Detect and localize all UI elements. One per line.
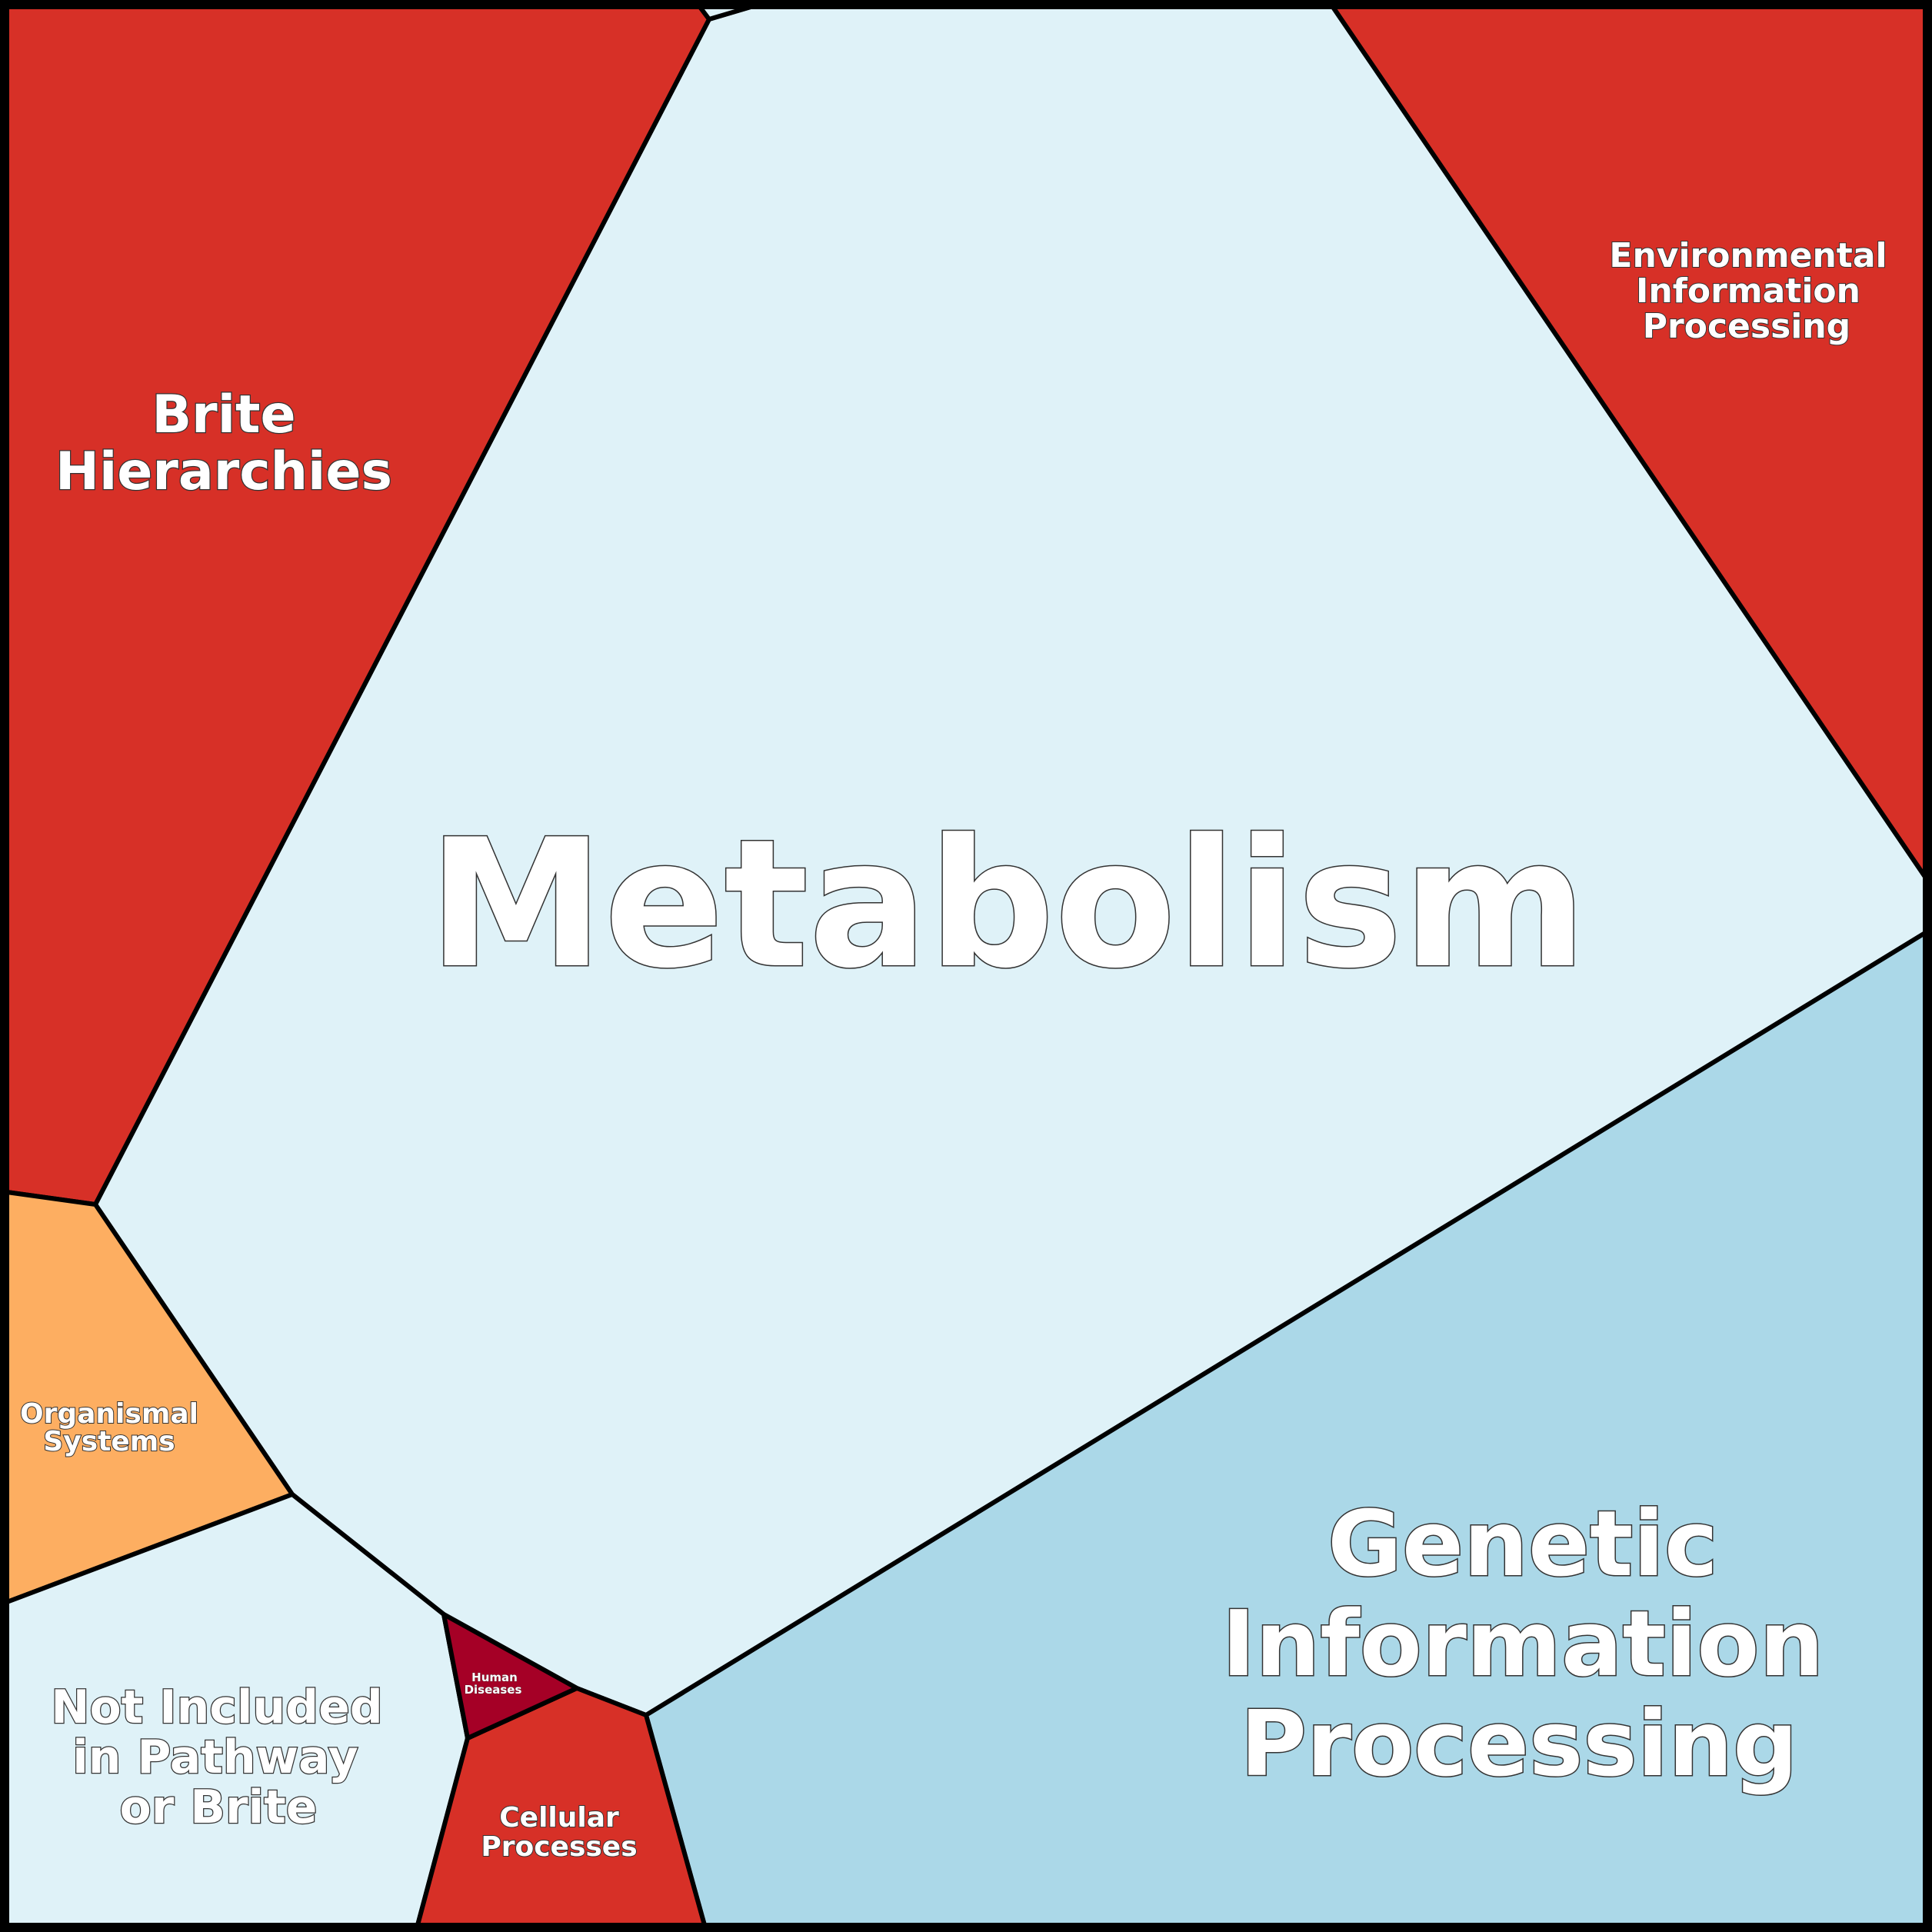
cell-human-diseases[interactable] <box>441 1612 579 1740</box>
svg-text:Hierarchies: Hierarchies <box>55 441 392 502</box>
label-human-diseases: Human Diseases <box>464 1671 522 1697</box>
svg-text:Brite: Brite <box>152 385 295 445</box>
svg-text:or Brite: or Brite <box>120 1780 318 1834</box>
svg-text:Human: Human <box>471 1671 518 1684</box>
svg-text:Information: Information <box>1221 1591 1824 1697</box>
svg-text:Not Included: Not Included <box>51 1681 382 1734</box>
label-not-included: Not Included in Pathway or Brite <box>50 1680 384 1836</box>
svg-text:Cellular: Cellular <box>499 1802 619 1834</box>
svg-text:Diseases: Diseases <box>465 1683 522 1697</box>
label-cellular-processes: Cellular Processes <box>480 1801 638 1864</box>
svg-text:Information: Information <box>1636 271 1860 311</box>
label-organismal-systems: Organismal Systems <box>19 1397 199 1458</box>
label-brite-hierarchies: Brite Hierarchies <box>55 384 393 504</box>
svg-text:in Pathway: in Pathway <box>72 1730 358 1784</box>
svg-text:Processing: Processing <box>1240 1690 1797 1797</box>
svg-text:Genetic: Genetic <box>1327 1491 1718 1597</box>
svg-text:Processes: Processes <box>481 1831 637 1863</box>
label-metabolism: Metabolism <box>428 802 1587 1008</box>
svg-text:Processing: Processing <box>1643 307 1850 346</box>
svg-text:Organismal: Organismal <box>20 1398 198 1430</box>
svg-text:Environmental: Environmental <box>1609 236 1887 275</box>
svg-text:Systems: Systems <box>43 1426 175 1457</box>
label-genetic-information-processing: Genetic Information Processing <box>1221 1490 1825 1798</box>
label-environmental-information-processing: Environmental Information Processing <box>1608 235 1887 347</box>
